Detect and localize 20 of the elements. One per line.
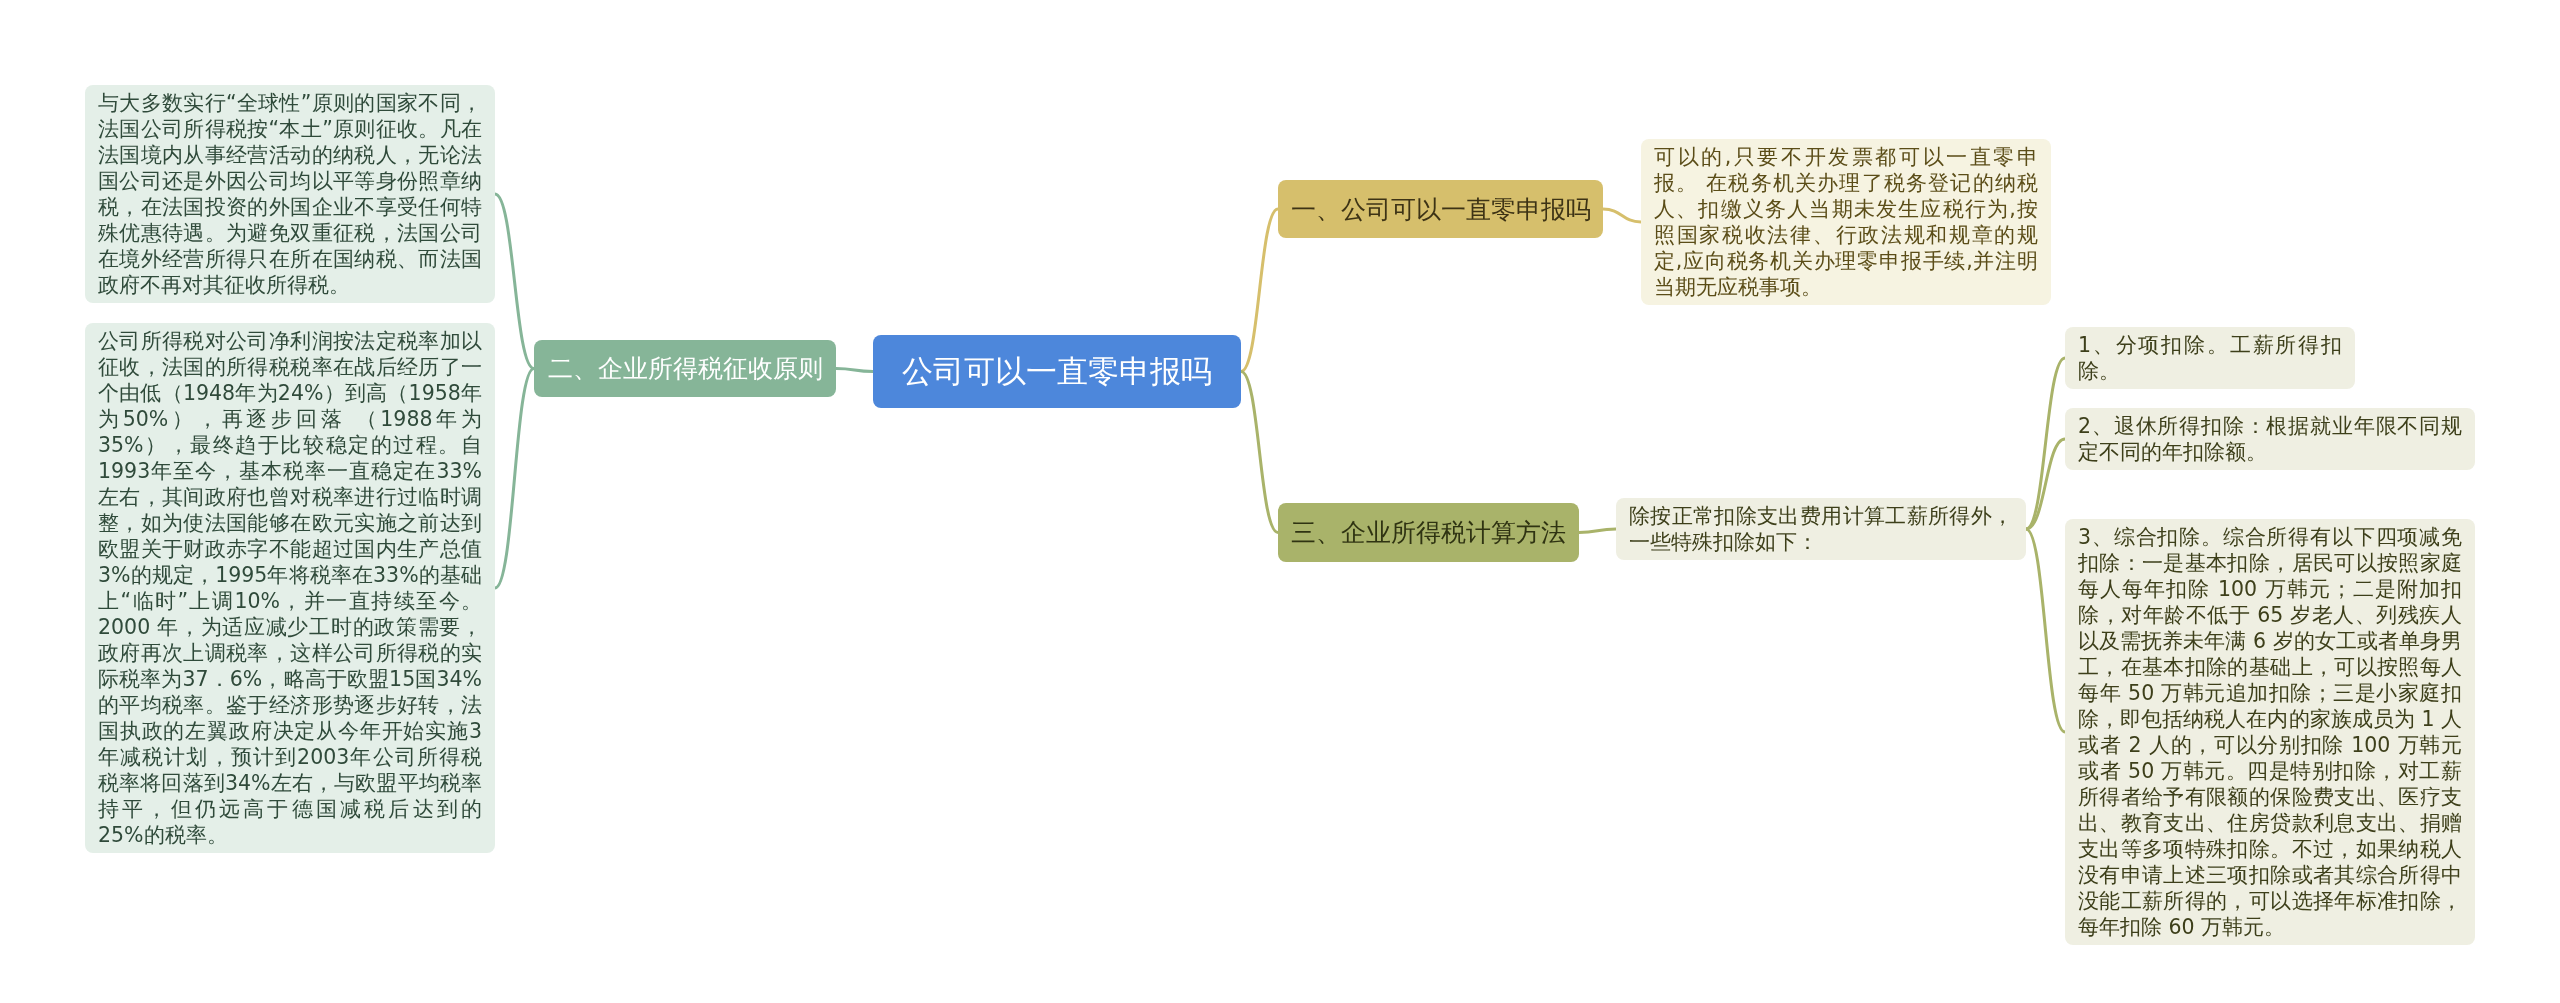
note-box: 除按正常扣除支出费用计算工薪所得外，一些特殊扣除如下： bbox=[1616, 498, 2026, 560]
note-box: 2、退休所得扣除：根据就业年限不同规定不同的年扣除额。 bbox=[2065, 408, 2475, 470]
connector-line bbox=[494, 192, 535, 370]
connector-line bbox=[835, 367, 874, 373]
note-box: 可以的,只要不开发票都可以一直零申报。 在税务机关办理了税务登记的纳税人、扣缴义务人当期未发生应税行为,按照国家税收法律、行政法规和规章的规定,应向税务机关办理零申报手续,并注明当期无应税事项。 bbox=[1641, 139, 2051, 305]
note-box: 3、综合扣除。综合所得有以下四项减免扣除：一是基本扣除，居民可以按照家庭每人每年扣除 100 万韩元；二是附加扣除，对年龄不低于 65 岁老人、列残疾人以及需抚养未年满 6 岁的女工或者单身男工，在基本扣除的基础上，可以按照每人每年 50 万韩元追加扣除；三是小家庭扣除，即包括纳税人在内的家族成员为 1 人或者 2 人的，可以分别扣除 100 万韩元或者 50 万韩元。四是特别扣除，对工薪所得者给予有限额的保险费支出、医疗支出、教育支出、住房贷款利息支出、捐赠支出等多项特殊扣除。不过，如果纳税人没有申请上述三项扣除或者其综合所得中没能工薪所得的，可以选择年标准扣除，每年扣除 60 万韩元。 bbox=[2065, 519, 2475, 945]
topic-box: 二、企业所得税征收原则 bbox=[534, 340, 836, 397]
central-topic-box: 公司可以一直零申报吗 bbox=[873, 335, 1241, 408]
note-box: 1、分项扣除。工薪所得扣除。 bbox=[2065, 327, 2355, 389]
connector-line bbox=[2025, 437, 2066, 531]
note-box: 公司所得税对公司净利润按法定税率加以征收，法国的所得税税率在战后经历了一个由低（1948年为24%）到高（1958年为50%），再逐步回落 （1988年为35%），最终趋于比较稳定的过程。自1993年至今，基本税率一直稳定在33%左右，其间政府也曾对税率进行过临时调整，如为使法国能够在欧元实施之前达到欧盟关于财政赤字不能超过国内生产总值3%的规定，1995年将税率在33%的基础上“临时”上调10%，并一直持续至今。2000 年，为适应减少工时的政策需要，政府再次上调税率，这样公司所得税的实际税率为37．6%，略高于欧盟15国34%的平均税率。鉴于经济形势逐步好转，法国执政的左翼政府决定从今年开始实施3年减税计划，预计到2003年公司所得税税率将回落到34%左右，与欧盟平均税率持平，但仍远高于德国减税后达到的 25%的税率。 bbox=[85, 323, 495, 853]
topic-box: 三、企业所得税计算方法 bbox=[1278, 503, 1579, 562]
connector-line bbox=[2025, 527, 2066, 734]
topic-box: 一、公司可以一直零申报吗 bbox=[1278, 180, 1603, 238]
connector-line bbox=[1240, 207, 1279, 373]
connector-line bbox=[1578, 527, 1617, 534]
note-box: 与大多数实行“全球性”原则的国家不同，法国公司所得税按“本土”原则征收。凡在法国境内从事经营活动的纳税人，无论法国公司还是外因公司均以平等身份照章纳税，在法国投资的外国企业不享受任何特殊优惠待遇。为避免双重征税，法国公司在境外经营所得只在所在国纳税、而法国政府不再对其征收所得税。 bbox=[85, 85, 495, 303]
connector-line bbox=[1602, 207, 1642, 224]
connector-line bbox=[493, 367, 536, 590]
connector-line bbox=[1240, 370, 1279, 534]
